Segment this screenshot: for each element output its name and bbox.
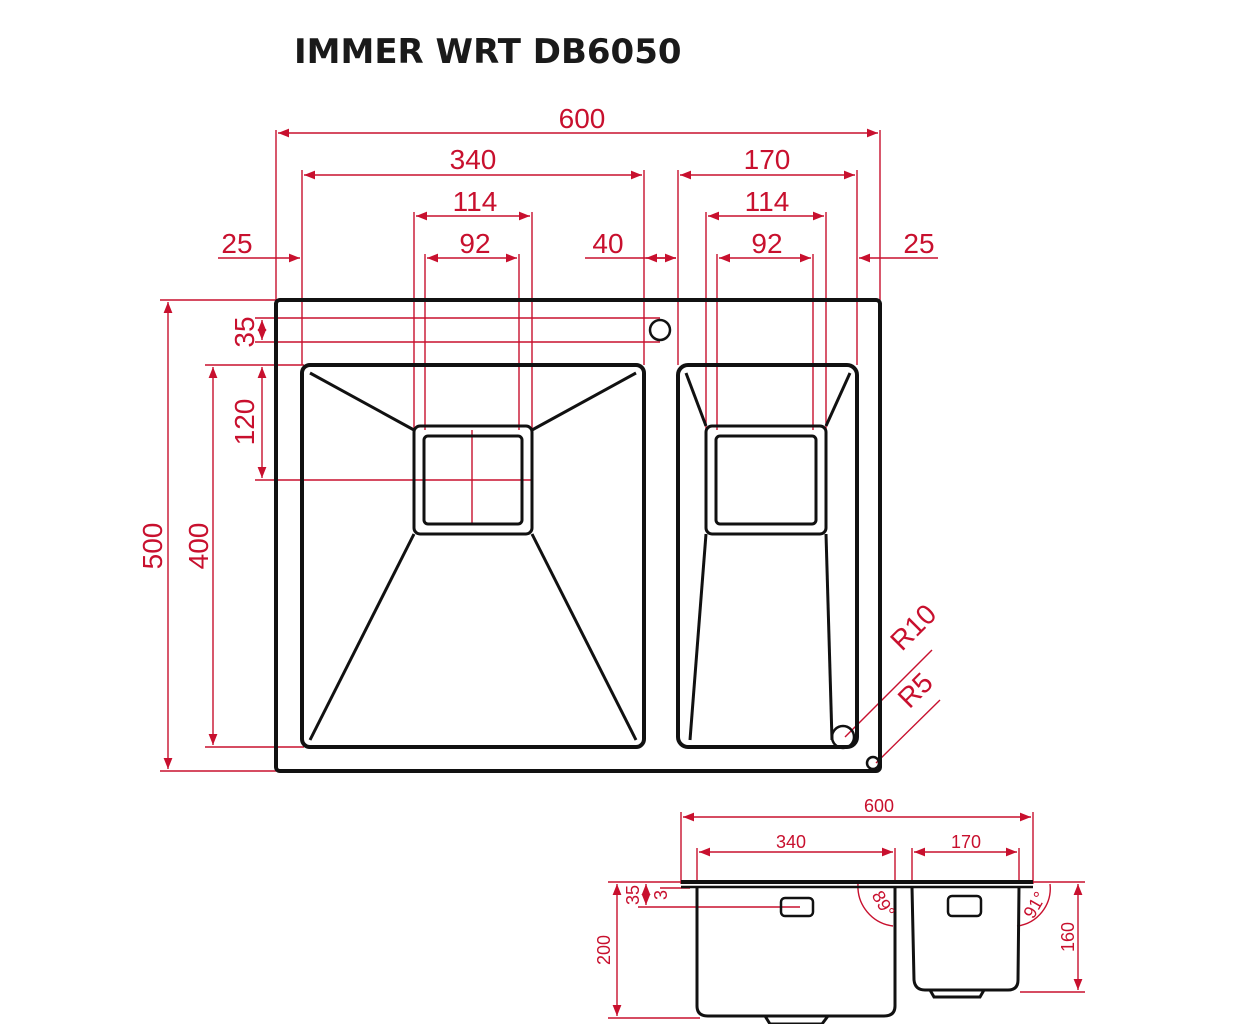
sink-deck-outline [274,298,882,773]
section-main-bowl [695,887,897,1018]
main-drain-inner [422,434,524,526]
section-dim-small-depth: 160 [1058,922,1078,952]
dim-main-drain-outer: 114 [453,186,498,217]
dim-small-bowl-width: 170 [744,144,791,175]
dim-bowl-depth: 400 [183,523,214,570]
radius-label-r5: R5 [892,667,939,714]
dim-main-bowl-width: 340 [450,144,497,175]
section-dim-rim: 3 [651,890,671,900]
dim-overall-height: 500 [137,523,168,570]
dim-main-drain-inner: 92 [459,228,490,259]
main-drain-outer [412,424,534,536]
section-angle-small: 91° [1019,888,1050,922]
radius-leader-r5 [875,699,941,764]
section-dim-overall: 600 [864,796,894,816]
radius-label-r10: R10 [884,598,942,656]
tap-hole [648,318,672,342]
dim-small-drain-outer: 114 [745,186,790,217]
section-overflow-small [946,894,983,918]
section-view: 600 340 170 35 3 200 160 89° 91° [594,796,1085,1024]
small-bowl-outline [676,363,859,749]
small-drain-outer [704,424,828,536]
radius-leader-r10 [844,649,933,738]
dim-tap-offset: 35 [229,316,260,347]
dim-right-margin: 25 [903,228,934,259]
dim-left-margin: 25 [221,228,252,259]
dim-drain-offset: 120 [229,399,260,446]
angle-arc-main [857,883,894,927]
section-dim-main: 340 [776,832,806,852]
section-dim-main-depth: 200 [594,935,614,965]
angle-arc-small [1016,883,1051,927]
section-dim-small: 170 [951,832,981,852]
section-dim-top-offset: 35 [623,885,643,905]
dim-small-drain-inner: 92 [751,228,782,259]
section-overflow-main [779,896,815,918]
small-drain-inner [714,434,818,526]
dim-gap: 40 [592,228,623,259]
section-small-bowl [910,886,1021,992]
dim-overall-width: 600 [559,103,606,134]
product-title: IMMER WRT DB6050 [294,32,682,72]
main-bowl-outline [300,363,646,749]
plan-view: 600 340 170 114 92 114 92 25 40 25 35 12… [137,103,942,773]
deck-corner-radius-mark [865,755,881,771]
